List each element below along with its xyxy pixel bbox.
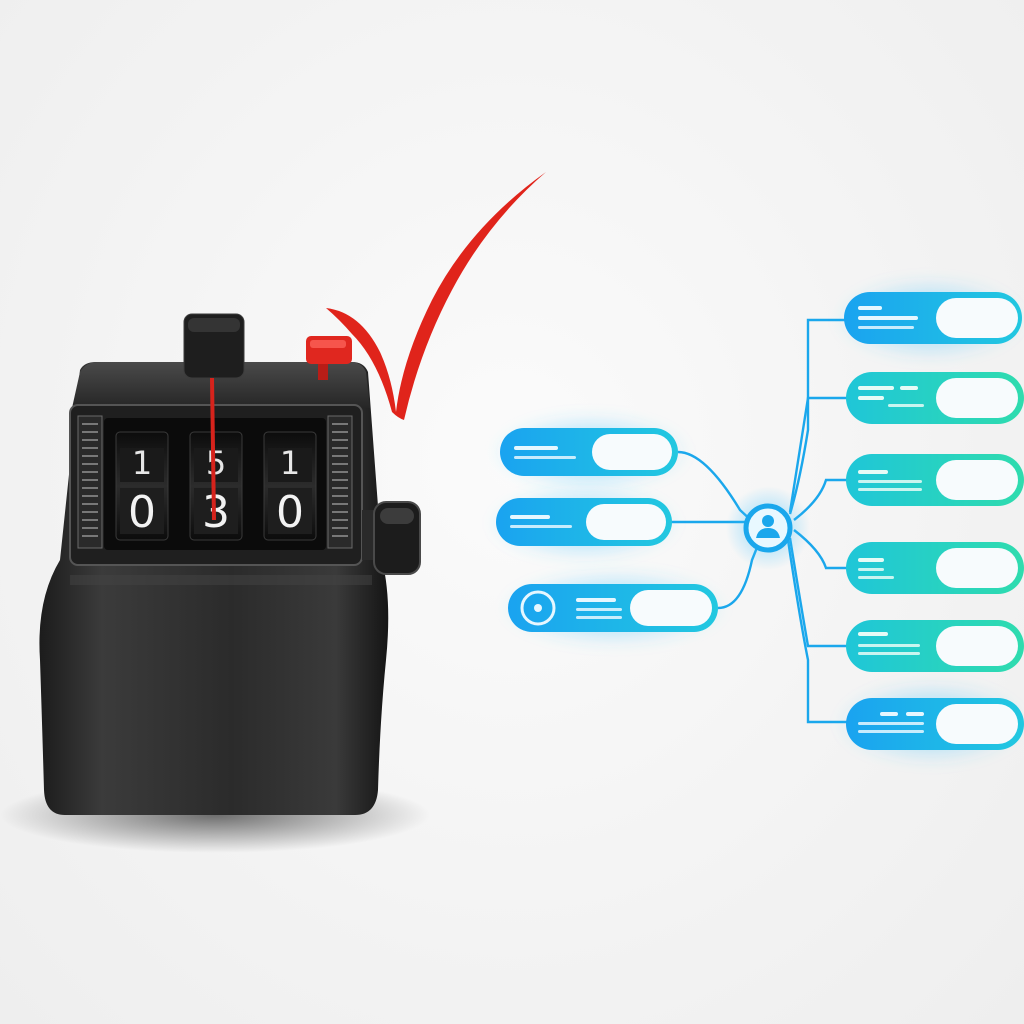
person-icon <box>756 515 780 538</box>
body-seam <box>70 575 372 585</box>
hub-node <box>726 486 810 570</box>
reset-knob[interactable] <box>362 501 421 575</box>
right-node-1[interactable] <box>834 276 1024 362</box>
right-node-5[interactable] <box>846 620 1024 672</box>
push-button[interactable] <box>183 313 245 379</box>
reel-1-next-digit: 1 <box>132 444 152 482</box>
reset-lever[interactable] <box>306 336 352 380</box>
counter-top-plate <box>72 362 370 408</box>
reel-3-digit: 0 <box>276 487 304 538</box>
reel-1-digit: 0 <box>128 487 156 538</box>
right-node-6[interactable] <box>836 680 1024 766</box>
right-grill <box>327 415 353 549</box>
tally-counter: 1 0 5 3 1 0 <box>0 313 430 853</box>
left-node-3[interactable] <box>500 568 728 648</box>
left-node-1[interactable] <box>490 412 690 492</box>
left-node-2[interactable] <box>488 484 680 562</box>
right-node-2[interactable] <box>846 372 1024 424</box>
checkmark-icon <box>326 172 546 420</box>
reel-2-digit: 3 <box>202 487 230 538</box>
reel-2: 5 3 <box>189 431 243 541</box>
right-node-4[interactable] <box>846 542 1024 594</box>
right-node-3[interactable] <box>846 454 1024 506</box>
reel-1: 1 0 <box>115 431 169 541</box>
node-icon <box>520 590 556 626</box>
left-grill <box>77 415 103 549</box>
reel-3: 1 0 <box>263 431 317 541</box>
reel-3-next-digit: 1 <box>280 444 300 482</box>
flow-diagram <box>488 276 1024 766</box>
reel-2-next-digit: 5 <box>206 444 226 482</box>
red-needle <box>210 377 216 521</box>
